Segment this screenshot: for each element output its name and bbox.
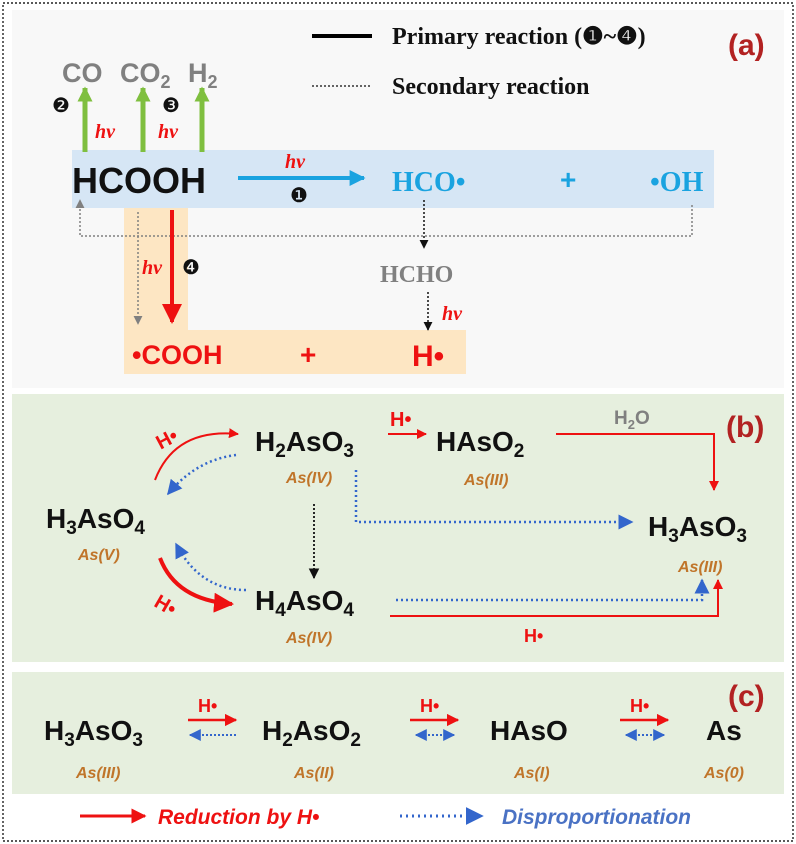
- oh-radical: •OH: [650, 167, 704, 198]
- hv-label-hcho: hv: [442, 303, 463, 325]
- hv-label-co: hv: [95, 121, 116, 143]
- h2aso3-b: H2AsO3: [255, 426, 354, 462]
- hv-label-1: hv: [285, 151, 306, 173]
- h2-main: H: [188, 58, 208, 88]
- hcooh-band: [72, 150, 714, 208]
- hv-label-h2: hv: [158, 121, 179, 143]
- arrow-h3aso4-to-h2aso3: [154, 428, 239, 481]
- bottom-legend: Reduction by H• Disproportionation: [80, 806, 691, 829]
- h3aso3-c-ox: As(III): [75, 765, 120, 782]
- h-radical-a: H•: [412, 340, 444, 373]
- arrow-haso2-to-h3aso3: [556, 433, 719, 491]
- panel-b-background: [12, 394, 784, 662]
- panel-b-label: (b): [726, 411, 764, 444]
- hco-radical: HCO•: [392, 167, 466, 198]
- plus-a2: +: [300, 339, 316, 370]
- h2-product: H2: [188, 58, 218, 92]
- h-label-c3: H•: [630, 696, 649, 716]
- panel-a-label: (a): [728, 29, 765, 62]
- panel-a: Primary reaction (❶~❹) Secondary reactio…: [12, 10, 784, 388]
- h3aso3-b: H3AsO3: [648, 511, 747, 547]
- h-label-bottom: H•: [524, 626, 543, 646]
- h-label-c2: H•: [420, 696, 439, 716]
- equilibrium-3: H•: [620, 696, 670, 741]
- h-label-h2aso3-haso2: H•: [390, 409, 411, 431]
- h2o-label: H2O: [614, 408, 650, 432]
- panel-c: (c) H3AsO3 As(III) H2AsO2 As(II) HAsO As…: [12, 672, 784, 794]
- h2-subscript: 2: [208, 72, 218, 92]
- h3aso4-b: H3AsO4: [46, 503, 145, 539]
- cooh-radical: •COOH: [132, 340, 222, 370]
- hcooh-label: HCOOH: [72, 160, 206, 201]
- legend-primary-label: Primary reaction (❶~❹): [392, 24, 646, 50]
- marker-2: ❷: [52, 95, 70, 117]
- marker-4: ❹: [182, 257, 200, 279]
- co-product: CO: [62, 58, 103, 88]
- h-label-c1: H•: [198, 696, 217, 716]
- h2aso2-c-ox: As(II): [293, 765, 334, 782]
- co2-product: CO2: [120, 58, 171, 92]
- co2-subscript: 2: [161, 72, 171, 92]
- hv-label-4: hv: [142, 257, 163, 279]
- as-c: As: [706, 715, 742, 746]
- cooh-band-horizontal: [124, 330, 466, 374]
- legend-reduction-label: Reduction by H•: [158, 806, 319, 829]
- haso2-b: HAsO2: [436, 426, 524, 462]
- h4aso4-b: H4AsO4: [255, 585, 354, 621]
- marker-1: ❶: [290, 185, 308, 207]
- h2aso3-ox: As(IV): [285, 470, 332, 487]
- disp-h2aso3-to-h3aso4: [167, 453, 237, 496]
- co2-main: CO: [120, 58, 161, 88]
- equilibrium-1: H•: [188, 696, 238, 741]
- h3aso4-ox: As(V): [77, 547, 120, 564]
- haso-c: HAsO: [490, 715, 568, 746]
- h3aso3-ox: As(III): [677, 559, 722, 576]
- h4aso4-ox: As(IV): [285, 630, 332, 647]
- legend-disp-label: Disproportionation: [502, 806, 691, 829]
- panel-c-label: (c): [728, 680, 765, 713]
- h3aso3-c: H3AsO3: [44, 715, 143, 751]
- haso-c-ox: As(I): [513, 765, 550, 782]
- disp-h4aso4-to-h3aso3: [396, 578, 710, 602]
- equilibrium-2: H•: [410, 696, 460, 741]
- legend-secondary-label: Secondary reaction: [392, 74, 590, 100]
- marker-3: ❸: [162, 95, 180, 117]
- arrow-h4aso4-to-h3aso3: [390, 579, 723, 617]
- hcho-label: HCHO: [380, 262, 453, 288]
- plus-a: +: [560, 164, 576, 195]
- recombination-loop: [75, 199, 693, 237]
- disp-h2aso3-to-h3aso3: [354, 470, 634, 530]
- arrow-h3aso4-to-h4aso4: [158, 557, 234, 613]
- h2aso2-c: H2AsO2: [262, 715, 361, 751]
- haso2-ox: As(III): [463, 472, 508, 489]
- panel-b: (b) H3AsO4 As(V) H2AsO3 As(IV) HAsO2 As(…: [12, 394, 784, 662]
- as-c-ox: As(0): [703, 765, 744, 782]
